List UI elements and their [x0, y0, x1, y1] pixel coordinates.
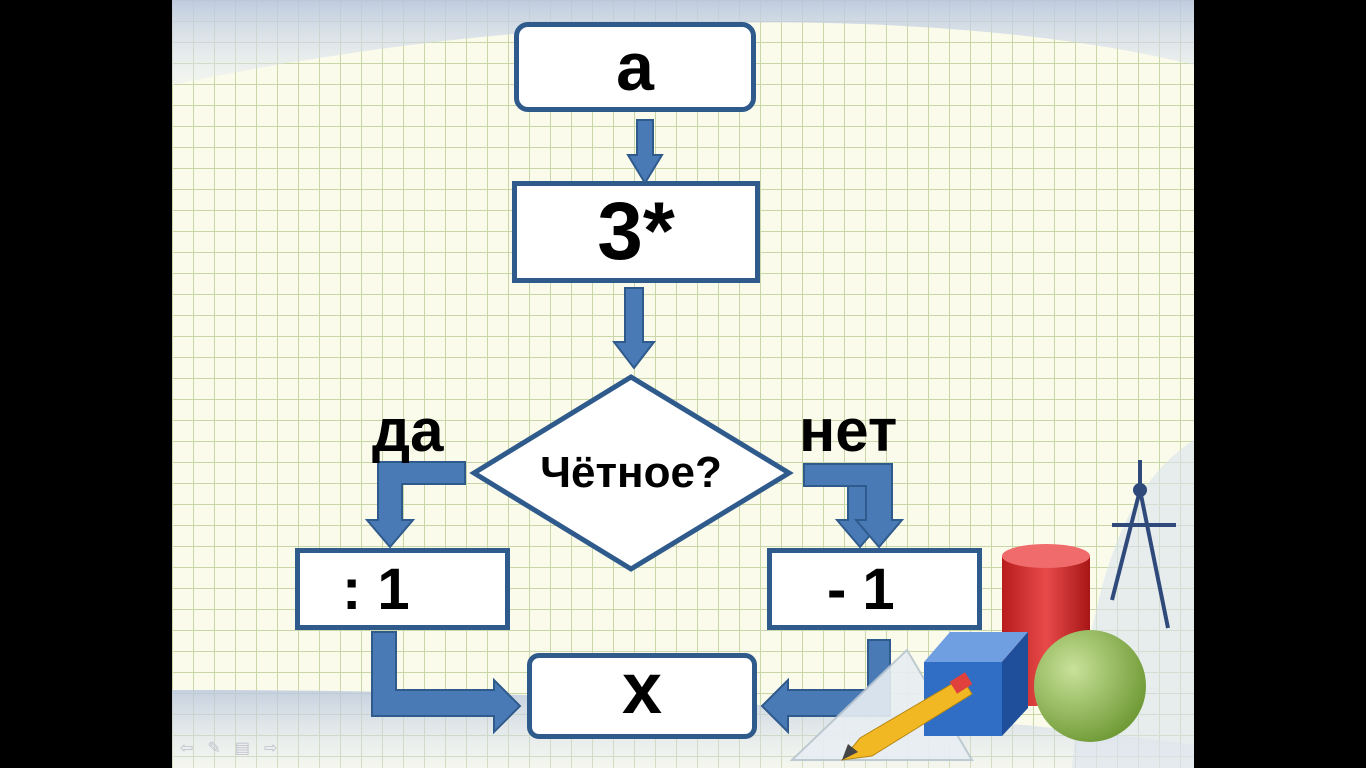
slide-nav: ⇦ ✎ ▤ ⇨	[180, 738, 277, 758]
menu-icon[interactable]: ▤	[234, 740, 250, 757]
input-node-label: a	[616, 29, 654, 105]
multiply-node-label: 3*	[597, 186, 675, 277]
no-label: нет	[799, 397, 898, 464]
top-swoosh	[172, 0, 1194, 85]
arrow-multiply-to-decision	[611, 287, 657, 370]
output-node: х	[527, 653, 757, 739]
yes-branch-node: : 1	[295, 548, 510, 630]
pen-icon[interactable]: ✎	[207, 740, 221, 757]
no-branch-node: - 1	[767, 548, 982, 630]
geometry-illustration	[789, 460, 1176, 761]
output-node-label: х	[621, 649, 663, 729]
arrow-yes-branch	[364, 461, 466, 549]
yes-label: да	[372, 397, 444, 464]
decision-diamond	[469, 374, 794, 572]
decision-node-label: Чётное?	[540, 448, 722, 497]
forward-arrow-icon[interactable]: ⇨	[263, 740, 278, 757]
input-node: a	[514, 22, 756, 112]
arrow-a-to-multiply	[626, 119, 664, 185]
no-branch-node-label: - 1	[827, 556, 895, 622]
multiply-node: 3*	[512, 181, 760, 283]
back-arrow-icon[interactable]: ⇦	[180, 740, 194, 757]
slide: a 3* Чётное? да нет : 1 - 1 х	[172, 0, 1194, 768]
arrow-yes-to-output	[371, 631, 522, 735]
yes-branch-node-label: : 1	[342, 556, 410, 622]
